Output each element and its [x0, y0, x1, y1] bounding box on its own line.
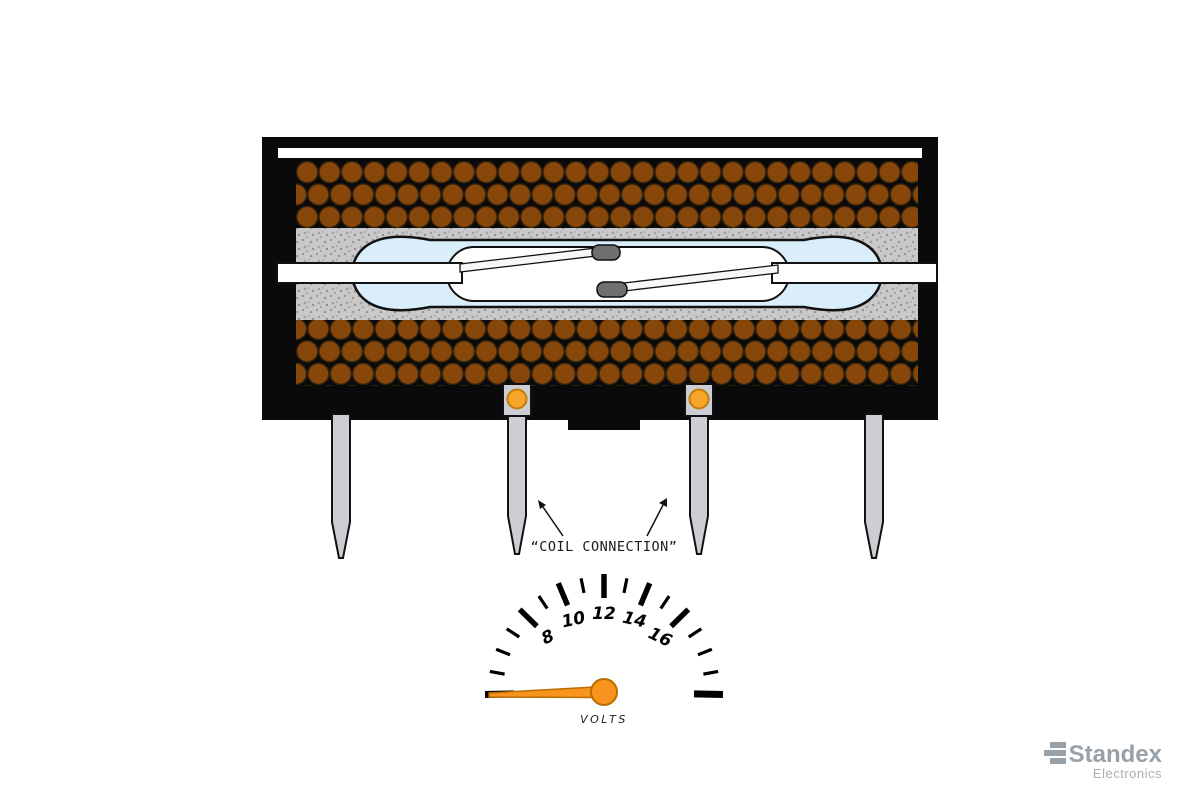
coil-connection-label: “COIL CONNECTION” [531, 539, 678, 555]
coil-connection-annotation: “COIL CONNECTION” [531, 498, 678, 555]
gauge-tick [555, 582, 571, 607]
gauge-tick [637, 582, 653, 607]
logo-brand-text: Standex [1069, 741, 1163, 768]
coil-winding-top [296, 161, 918, 228]
gauge-tick [697, 647, 713, 657]
gauge-tick [537, 595, 549, 610]
coil-connection-dot-right [688, 388, 710, 410]
gauge-tick [659, 595, 671, 610]
pin-1 [331, 413, 351, 559]
arrow-left-line [542, 506, 564, 537]
gauge-tick [579, 577, 586, 594]
relay-case-bottom-tab [568, 419, 640, 430]
gauge-tick [505, 627, 521, 639]
volts-label: VOLTS [580, 713, 628, 726]
left-lead [276, 262, 463, 284]
coil-winding-bottom [296, 320, 918, 386]
arrow-right-head [659, 498, 667, 507]
gauge-scale-number: 12 [592, 604, 616, 624]
logo-bars-icon [1050, 742, 1066, 748]
reed-switch [276, 235, 938, 312]
arrow-left-head [538, 500, 546, 509]
gauge-tick [669, 607, 691, 629]
standex-logo: Standex Electronics [1044, 741, 1163, 781]
gauge-tick [693, 690, 724, 698]
gauge-tick [495, 647, 511, 657]
pin-4 [864, 413, 884, 559]
gauge-scale-number: 16 [645, 624, 675, 652]
gauge-scale-number: 10 [560, 608, 588, 633]
case-top-slot [278, 148, 922, 158]
gauge-tick [703, 669, 719, 676]
pins [331, 383, 884, 559]
gauge-scale-number: 8 [538, 626, 557, 649]
gauge-tick [489, 669, 505, 676]
logo-bars-icon [1050, 758, 1066, 764]
arrow-right-line [646, 504, 664, 537]
reed-contact-right [596, 281, 628, 298]
coil-connection-dot-left [506, 388, 528, 410]
gauge-tick [622, 577, 629, 594]
gauge-hub [590, 678, 618, 706]
gauge-needle-group [488, 678, 618, 706]
pin-3-coil [689, 415, 709, 555]
logo-bars-icon [1044, 750, 1066, 756]
gauge-scale-number: 14 [621, 608, 648, 633]
gauge-needle [488, 685, 605, 699]
right-lead [771, 262, 938, 284]
gauge-tick [517, 607, 539, 629]
logo-sub-text: Electronics [1093, 766, 1162, 781]
gauge-ticks [484, 574, 724, 698]
pin-2-coil [507, 415, 527, 555]
gauge-tick [687, 627, 703, 639]
reed-contact-left [591, 244, 621, 261]
